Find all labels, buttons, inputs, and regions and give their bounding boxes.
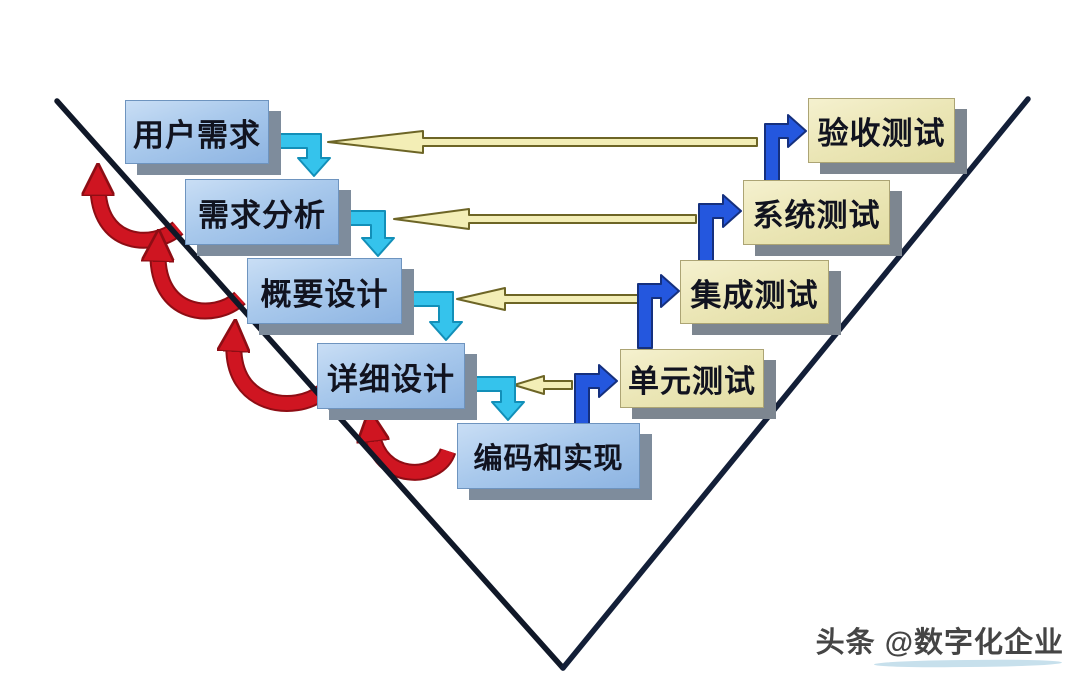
feedback-arrow-3 [234, 342, 328, 412]
flow-arrow-analysis-to-hld [334, 210, 395, 257]
box-unit-test-label: 单元测试 [628, 364, 756, 399]
box-requirement-analysis-label: 需求分析 [198, 197, 326, 233]
box-acceptance-test-label: 验收测试 [817, 116, 946, 151]
box-user-requirements-label: 用户需求 [133, 117, 261, 153]
box-unit-test: 单元测试 [620, 349, 764, 408]
box-high-level-design: 概要设计 [247, 258, 402, 324]
flow-arrow-hld-to-detailed [397, 291, 463, 341]
verification-arrow-system-to-analysis [393, 208, 697, 230]
flow-arrow-unit-to-integration [637, 274, 680, 349]
verification-arrow-acceptance-to-user [327, 130, 758, 154]
flow-arrow-coding-to-unit [574, 364, 618, 425]
feedback-arrow-2 [158, 252, 246, 320]
box-system-test-label: 系统测试 [752, 198, 881, 233]
flow-arrow-detailed-to-coding [460, 376, 525, 421]
box-detailed-design: 详细设计 [317, 343, 465, 409]
feedback-arrow-4 [372, 432, 457, 481]
box-requirement-analysis: 需求分析 [185, 179, 339, 245]
box-coding-implementation-label: 编码和实现 [473, 443, 624, 475]
box-high-level-design-label: 概要设计 [260, 276, 389, 312]
verification-arrow-integration-to-design [456, 287, 641, 311]
v-line-left [54, 98, 566, 671]
flow-arrow-integration-to-system [698, 194, 742, 262]
v-line-right [560, 96, 1031, 671]
watermark-text: 头条 @数字化企业 [815, 627, 1064, 659]
watermark: 头条 @数字化企业 [815, 619, 1064, 668]
flow-arrow-user-to-analysis [262, 133, 331, 177]
box-integration-test: 集成测试 [680, 260, 829, 324]
box-user-requirements: 用户需求 [125, 100, 269, 164]
box-acceptance-test: 验收测试 [808, 98, 955, 163]
box-coding-implementation: 编码和实现 [457, 423, 640, 489]
verification-arrow-unit-to-detailed [513, 375, 573, 395]
box-detailed-design-label: 详细设计 [327, 361, 455, 397]
flow-arrow-system-to-acceptance [764, 114, 807, 182]
box-system-test: 系统测试 [743, 180, 890, 245]
box-integration-test-label: 集成测试 [690, 277, 819, 313]
